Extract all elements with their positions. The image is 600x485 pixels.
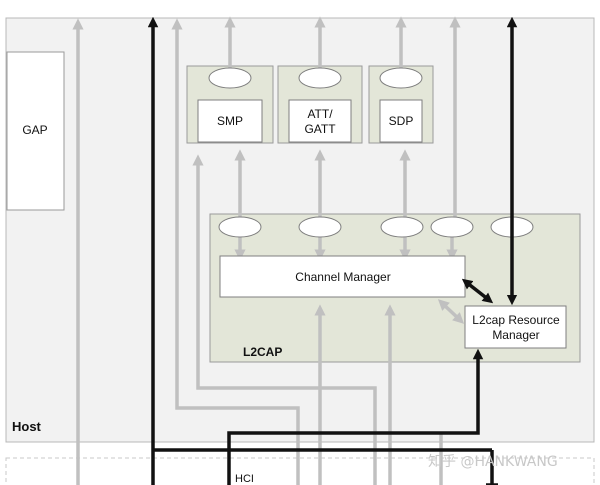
gray-arrow-att-route — [192, 154, 377, 485]
black-route-hci-rm — [227, 348, 484, 485]
gray-arrow-smp-route — [171, 18, 300, 485]
hci-region — [5, 457, 595, 485]
sdp-port — [379, 67, 423, 89]
watermark: 知乎 @HANKWANG — [428, 453, 558, 470]
channel-manager-label: Channel Manager — [295, 270, 390, 284]
sdp-label: SDP — [389, 114, 414, 128]
black-arrow-cm-rm — [461, 278, 494, 304]
l2cap-label: L2CAP — [243, 345, 282, 359]
resource-manager-box — [464, 305, 567, 349]
att-label-line1: ATT/ — [307, 107, 333, 121]
gray-arrows — [72, 16, 465, 485]
hci-label: HCI — [235, 473, 254, 485]
channel-manager-box — [219, 255, 466, 298]
smp-box — [197, 99, 263, 143]
smp-label: SMP — [217, 114, 243, 128]
sdp-box — [379, 99, 423, 143]
l2cap-port-3 — [380, 216, 424, 238]
l2cap-port-2 — [298, 216, 342, 238]
host-label: Host — [12, 419, 42, 434]
smp-port — [208, 67, 252, 89]
gap-box — [6, 51, 65, 211]
l2cap-port-4 — [430, 216, 474, 238]
att-port — [298, 67, 342, 89]
gray-arrow-cm-rm — [437, 299, 465, 324]
resource-manager-label-line2: Manager — [492, 328, 539, 342]
resource-manager-label-line1: L2cap Resource — [472, 313, 560, 327]
l2cap-port-1 — [218, 216, 262, 238]
att-label-line2: GATT — [304, 122, 336, 136]
gap-label: GAP — [22, 123, 47, 137]
att-box — [288, 99, 352, 143]
black-arrows — [147, 16, 518, 485]
